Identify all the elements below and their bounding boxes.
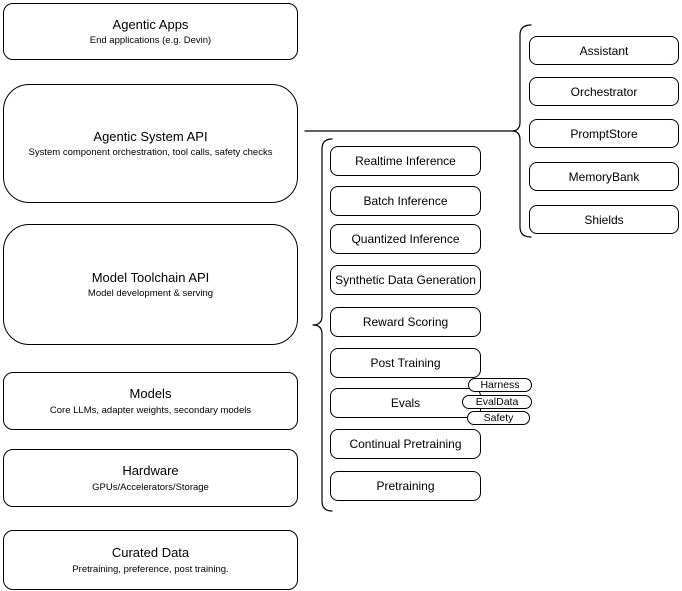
node-shields: Shields [529,205,679,234]
node-agentic-apps: Agentic Apps End applications (e.g. Devi… [3,3,298,60]
node-post-training: Post Training [330,348,481,378]
node-subtitle: GPUs/Accelerators/Storage [92,481,209,493]
node-realtime-inference: Realtime Inference [330,146,481,176]
node-evals: Evals [330,388,481,418]
node-reward-scoring: Reward Scoring [330,307,481,337]
node-subtitle: End applications (e.g. Devin) [89,35,212,47]
node-hardware: Hardware GPUs/Accelerators/Storage [3,449,298,507]
node-pretraining: Pretraining [330,471,481,501]
node-subtitle: Core LLMs, adapter weights, secondary mo… [49,404,252,416]
node-batch-inference: Batch Inference [330,186,481,216]
node-title: Agentic Apps [112,16,189,32]
tag-safety: Safety [467,411,530,425]
node-agentic-system-api: Agentic System API System component orch… [3,84,298,203]
tag-evaldata: EvalData [462,395,532,409]
node-title: Models [129,386,172,401]
node-assistant: Assistant [529,36,679,65]
node-synthetic-data-generation: Synthetic Data Generation [330,265,481,295]
node-models: Models Core LLMs, adapter weights, secon… [3,372,298,430]
node-title: Curated Data [111,545,190,560]
node-model-toolchain-api: Model Toolchain API Model development & … [3,224,298,345]
node-memorybank: MemoryBank [529,162,679,191]
tag-harness: Harness [468,378,532,392]
node-title: Model Toolchain API [91,269,210,285]
node-subtitle: System component orchestration, tool cal… [28,147,273,159]
node-subtitle: Model development & serving [87,288,214,300]
node-title: Agentic System API [93,128,208,144]
node-continual-pretraining: Continual Pretraining [330,429,481,459]
node-title: Hardware [122,463,179,478]
node-orchestrator: Orchestrator [529,77,679,106]
node-subtitle: Pretraining, preference, post training. [72,563,229,575]
node-quantized-inference: Quantized Inference [330,224,481,254]
node-curated-data: Curated Data Pretraining, preference, po… [3,530,298,590]
node-promptstore: PromptStore [529,119,679,148]
